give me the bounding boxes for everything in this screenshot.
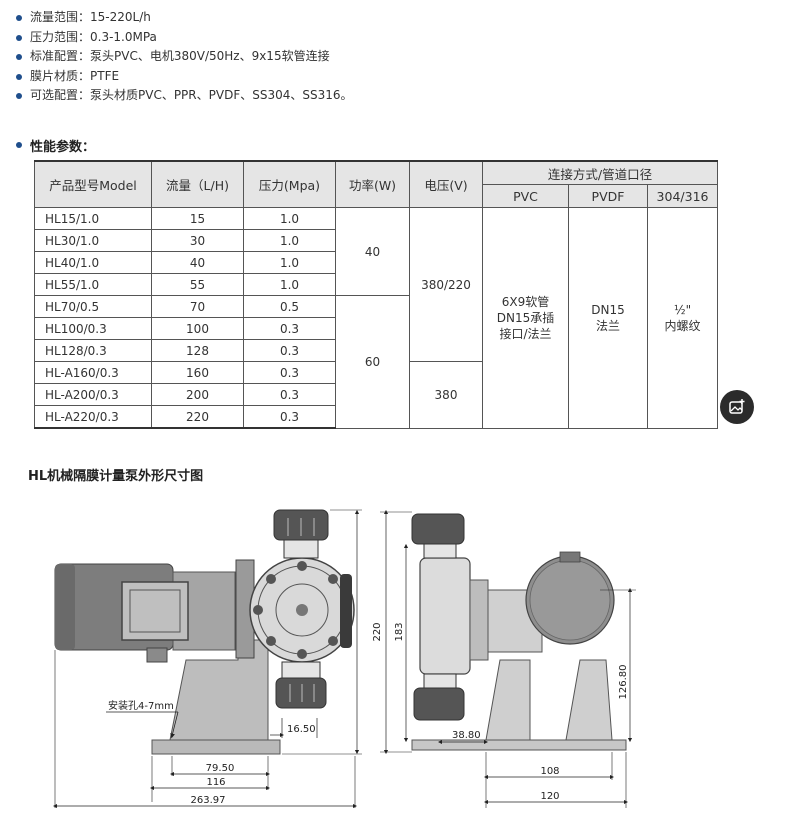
- table-row: HL-A160/0.3 160 0.3 380: [34, 361, 718, 429]
- col-header-power: 功率(W): [335, 160, 410, 208]
- col-header-flow: 流量（L/H): [151, 160, 244, 208]
- cell-flow: 128: [151, 339, 244, 362]
- cell-flow: 100: [151, 317, 244, 340]
- drawing-title: HL机械隔膜计量泵外形尺寸图: [28, 469, 204, 484]
- dim-116: 116: [206, 777, 225, 788]
- cell-model: HL70/0.5: [34, 295, 152, 318]
- col-header-pvc: PVC: [482, 184, 569, 208]
- col-header-pressure: 压力(Mpa): [243, 160, 336, 208]
- cell-pressure: 0.3: [243, 317, 336, 340]
- table-row: HL-A220/0.3 220 0.3: [34, 405, 718, 429]
- dim-79-50: 79.50: [206, 763, 235, 774]
- dim-16-50: 16.50: [287, 724, 316, 735]
- cell-pressure: 1.0: [243, 273, 336, 296]
- col-header-ss: 304/316: [646, 184, 719, 208]
- spec-item: 膜片材质：PTFE: [14, 67, 353, 87]
- cell-model: HL-A220/0.3: [34, 405, 152, 429]
- dim-120: 120: [540, 791, 559, 802]
- cell-model: HL55/1.0: [34, 273, 152, 296]
- cell-model: HL-A200/0.3: [34, 383, 152, 406]
- cell-flow: 220: [151, 405, 244, 429]
- dim-38-80: 38.80: [452, 730, 481, 741]
- dim-126-80: 126.80: [618, 665, 629, 700]
- cell-power-60: 60: [335, 295, 410, 429]
- spec-list: 流量范围：15-220L/h 压力范围：0.3-1.0MPa 标准配置：泵头PV…: [14, 8, 353, 106]
- cell-power-40: 40: [335, 207, 410, 296]
- cell-model: HL15/1.0: [34, 207, 152, 230]
- dimension-drawing: 安装孔4-7mm 16.50 220 79.50 116 263.97: [52, 509, 636, 809]
- ss-line: ½": [673, 302, 692, 317]
- cell-pressure: 1.0: [243, 207, 336, 230]
- cell-model: HL128/0.3: [34, 339, 152, 362]
- spec-item: 标准配置：泵头PVC、电机380V/50Hz、9x15软管连接: [14, 47, 353, 67]
- cell-model: HL-A160/0.3: [34, 361, 152, 384]
- dim-220: 220: [372, 622, 383, 641]
- pvdf-line: DN15: [591, 302, 625, 317]
- cell-model: HL100/0.3: [34, 317, 152, 340]
- spec-item: 压力范围：0.3-1.0MPa: [14, 28, 353, 48]
- table-row: HL30/1.0 30 1.0: [34, 229, 718, 252]
- cell-flow: 200: [151, 383, 244, 406]
- perf-heading: 性能参数：: [14, 136, 95, 155]
- cell-voltage-380-220: 380/220: [409, 207, 483, 362]
- cell-flow: 70: [151, 295, 244, 318]
- floating-image-button[interactable]: [720, 390, 754, 424]
- spec-item: 流量范围：15-220L/h: [14, 8, 353, 28]
- table-row: HL15/1.0 15 1.0 40 380/220 6X9软管 DN15承插 …: [34, 207, 719, 429]
- col-header-connection: 连接方式/管道口径: [481, 160, 719, 185]
- image-add-icon: [729, 399, 745, 414]
- pump-side-view: [411, 513, 627, 751]
- table-row: HL-A200/0.3 200 0.3: [34, 383, 718, 406]
- pvc-line: 接口/法兰: [499, 326, 552, 341]
- table-row: HL70/0.5 70 0.5 60: [34, 295, 718, 429]
- cell-flow: 40: [151, 251, 244, 274]
- cell-pressure: 0.3: [243, 339, 336, 362]
- pvc-line: 6X9软管: [501, 294, 550, 309]
- cell-flow: 55: [151, 273, 244, 296]
- pump-front-view: [54, 509, 355, 755]
- dim-108: 108: [540, 766, 559, 777]
- cell-ss-connection: ½" 内螺纹: [646, 207, 719, 429]
- pvc-line: DN15承插: [496, 310, 555, 325]
- mount-hole-label: 安装孔4-7mm: [108, 699, 174, 712]
- cell-pvc-connection: 6X9软管 DN15承插 接口/法兰: [482, 207, 569, 429]
- cell-pressure: 1.0: [243, 251, 336, 274]
- col-header-voltage: 电压(V): [409, 160, 483, 208]
- cell-model: HL30/1.0: [34, 229, 152, 252]
- ss-line: 内螺纹: [664, 318, 701, 333]
- cell-pressure: 0.3: [243, 361, 336, 384]
- cell-pressure: 0.3: [243, 405, 336, 429]
- cell-pressure: 0.3: [243, 383, 336, 406]
- dim-183: 183: [394, 622, 405, 641]
- table-row: HL40/1.0 40 1.0: [34, 251, 718, 274]
- cell-model: HL40/1.0: [34, 251, 152, 274]
- dim-263-97: 263.97: [191, 795, 226, 806]
- cell-voltage-380: 380: [409, 361, 483, 429]
- cell-flow: 15: [151, 207, 244, 230]
- col-header-pvdf: PVDF: [568, 184, 648, 208]
- cell-pressure: 0.5: [243, 295, 336, 318]
- cell-pressure: 1.0: [243, 229, 336, 252]
- cell-pvdf-connection: DN15 法兰: [568, 207, 648, 429]
- cell-flow: 160: [151, 361, 244, 384]
- col-header-model: 产品型号Model: [34, 160, 152, 208]
- pvdf-line: 法兰: [595, 318, 620, 333]
- spec-item: 可选配置：泵头材质PVC、PPR、PVDF、SS304、SS316。: [14, 86, 353, 106]
- performance-table: 产品型号Model 流量（L/H) 压力(Mpa) 功率(W) 电压(V) 连接…: [34, 160, 719, 429]
- cell-flow: 30: [151, 229, 244, 252]
